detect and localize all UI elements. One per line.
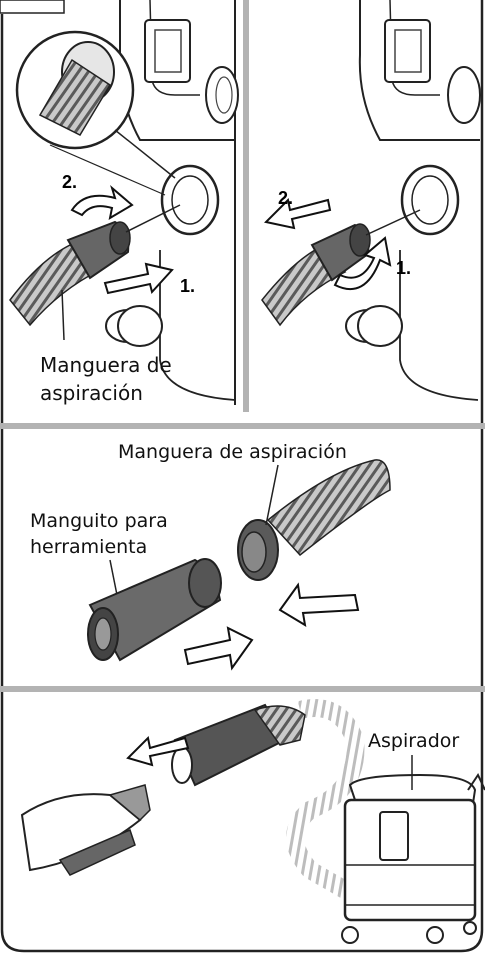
panel-top-left bbox=[9, 0, 239, 405]
panel-bottom bbox=[20, 699, 485, 944]
hose-label-line2: aspiración bbox=[40, 381, 143, 405]
hose-label-line1: Manguera de bbox=[40, 353, 172, 377]
step-1-left-label: 1. bbox=[180, 276, 196, 296]
divider-middle-bottom bbox=[0, 686, 485, 692]
corner-tab bbox=[0, 0, 65, 14]
suction-hose-label: Manguera de aspiración bbox=[118, 441, 347, 463]
step-2-left: 2. bbox=[62, 172, 78, 192]
step-2-right: 2. bbox=[278, 188, 294, 208]
vacuum-label: Aspirador bbox=[368, 730, 460, 752]
panel-top-right bbox=[261, 0, 481, 401]
tool-sleeve-label-line2: herramienta bbox=[30, 536, 148, 558]
divider-top-middle bbox=[0, 423, 485, 429]
tool-sleeve-label-line1: Manguito para bbox=[30, 510, 168, 532]
step-1-right: 1. bbox=[396, 258, 412, 278]
panel-middle bbox=[87, 459, 391, 671]
vertical-divider bbox=[243, 0, 249, 412]
